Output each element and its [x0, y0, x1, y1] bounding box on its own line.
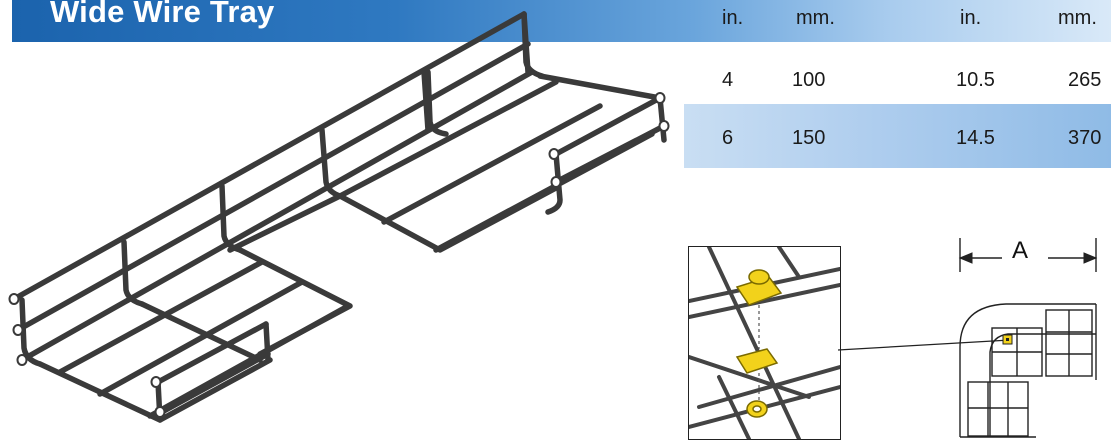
table-cell: 370 — [1068, 127, 1102, 149]
plan-view-illustration — [958, 238, 1098, 438]
col-label-in-1: in. — [722, 7, 744, 29]
table-cell: 14.5 — [956, 127, 995, 149]
leader-line — [838, 339, 1011, 351]
wire-tray-illustration — [8, 11, 670, 423]
table-cell: 150 — [792, 127, 826, 149]
page-title: Wide Wire Tray — [50, 0, 275, 29]
table-cell: 6 — [722, 127, 734, 149]
table-cell: 100 — [792, 69, 826, 91]
dimension-label-a: A — [1012, 237, 1029, 264]
header-bar — [12, 0, 1111, 42]
table-row: 6 150 14.5 370 — [684, 104, 1111, 168]
table-cell: 10.5 — [956, 69, 995, 91]
clamp-detail-box — [688, 246, 841, 440]
col-label-mm-2: mm. — [1058, 7, 1097, 29]
table-cell: 265 — [1068, 69, 1102, 91]
table-cell: 4 — [722, 69, 734, 91]
clamp-detail-illustration — [689, 247, 840, 439]
col-label-mm-1: mm. — [796, 7, 835, 29]
col-label-in-2: in. — [960, 7, 982, 29]
table-row: 4 100 10.5 265 — [684, 48, 1111, 112]
